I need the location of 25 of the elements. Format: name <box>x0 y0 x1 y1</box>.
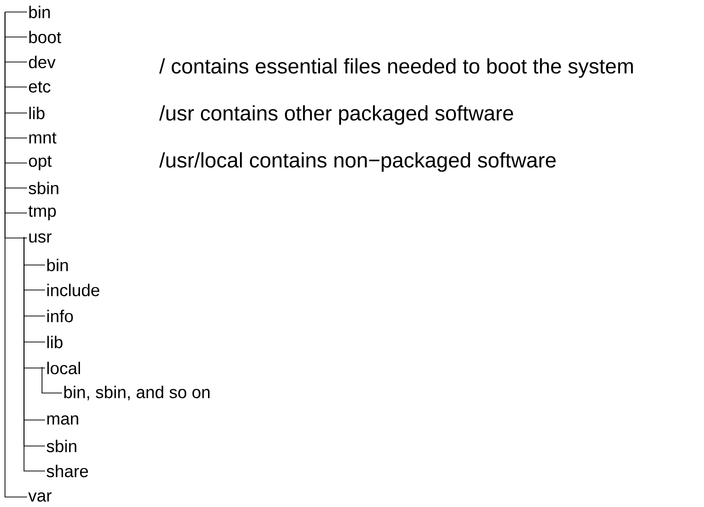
directory-name: etc <box>28 81 50 93</box>
directory-name: sbin <box>28 182 58 194</box>
directory-name: usr <box>29 233 52 243</box>
tree-line <box>4 12 28 498</box>
directory-name: lib <box>47 336 62 348</box>
directory-name: share <box>46 464 88 478</box>
tree-line <box>42 366 62 394</box>
directory-name: dev <box>28 56 56 68</box>
note-text: /usr/local contains non−packaged software <box>159 152 556 172</box>
directory-name: boot <box>29 30 62 44</box>
directory-name: bin <box>47 258 68 272</box>
directory-name: sbin <box>46 440 76 452</box>
directory-name: lib <box>29 106 44 120</box>
directory-name: bin <box>29 6 50 18</box>
directory-name: info <box>47 310 73 322</box>
directory-name: include <box>47 284 100 296</box>
note-text: / contains essential files needed to boot the system <box>159 58 633 78</box>
directory-name: man <box>47 415 78 425</box>
directory-name: var <box>28 492 52 502</box>
directory-name: bin, sbin, and so on <box>64 386 210 400</box>
directory-name: tmp <box>28 206 56 220</box>
note-text: /usr contains other packaged software <box>159 105 514 125</box>
directory-name: mnt <box>29 132 56 144</box>
directory-name: local <box>47 362 80 374</box>
directory-name: opt <box>28 156 52 170</box>
